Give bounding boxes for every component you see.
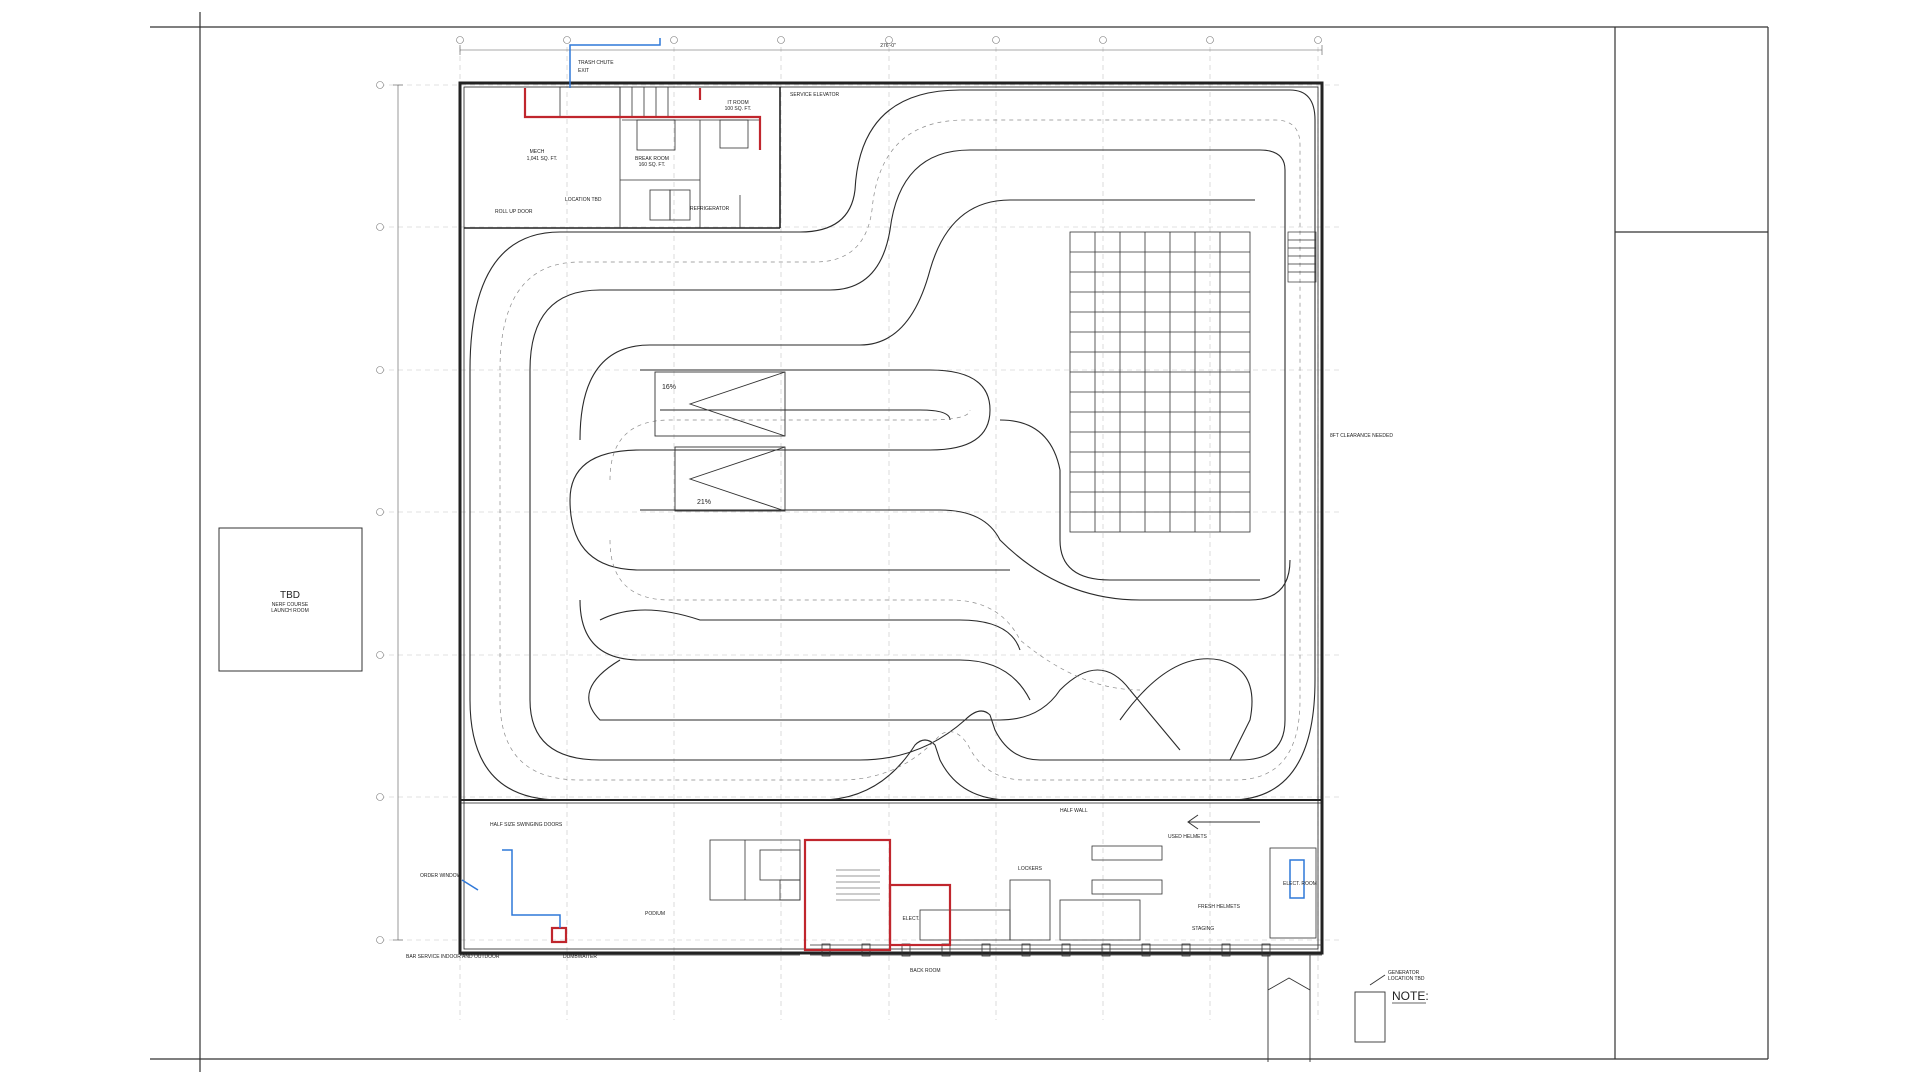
bar-service-label: BAR SERVICE INDOOR AND OUTDOOR	[406, 954, 500, 960]
note-label: NOTE:	[1392, 989, 1429, 1003]
podium-label: PODIUM	[645, 911, 665, 917]
bottom-stair	[836, 869, 880, 901]
tbd-line-1: NERF COURSE	[272, 602, 309, 608]
tbd-block	[218, 527, 363, 672]
location-tbd-label: LOCATION TBD	[565, 197, 602, 203]
driveway	[1267, 955, 1386, 1062]
blue-lines-bottom	[461, 849, 1305, 928]
tbd-line-2: LAUNCH ROOM	[271, 608, 309, 614]
tbd-title: TBD	[280, 590, 300, 601]
grid-bubbles	[376, 36, 1322, 944]
ramp-upper-grade: 16%	[662, 384, 676, 391]
break-room-label: BREAK ROOM	[635, 156, 669, 162]
mech-label: MECH	[530, 149, 545, 155]
red-walls-bottom	[550, 838, 952, 952]
half-size-swinging-label: HALF SIZE SWINGING DOORS	[490, 822, 563, 828]
clearance-label: 8FT CLEARANCE NEEDED	[1330, 433, 1393, 439]
red-walls-top	[523, 88, 762, 150]
generator-callout-line-2: LOCATION TBD	[1388, 976, 1425, 982]
mech-area-label: 1,041 SQ. FT.	[527, 156, 558, 162]
blue-trash-chute	[569, 38, 661, 88]
bottom-rooms	[460, 839, 1317, 956]
direction-arrow-icon	[1187, 814, 1260, 830]
trash-chute-label: TRASH CHUTE	[578, 60, 614, 66]
staging-grid	[1069, 231, 1251, 533]
break-room-area-label: 160 SQ. FT.	[639, 162, 666, 168]
race-track	[469, 89, 1316, 801]
generator-callout-line-1: GENERATOR	[1388, 970, 1420, 976]
staging-label: STAGING	[1192, 926, 1214, 932]
lockers-label: LOCKERS	[1018, 866, 1043, 872]
ramp-upper	[654, 371, 786, 437]
dumbwaiter-label: DUMBWAITER	[563, 954, 597, 960]
used-helmets-label: USED HELMETS	[1168, 834, 1208, 840]
order-window-label: ORDER WINDOW	[420, 873, 462, 879]
roll-up-door-label: ROLL UP DOOR	[495, 209, 533, 215]
elect-room-label: ELECT. ROOM	[1283, 881, 1317, 887]
it-room-label: IT ROOM	[727, 100, 748, 106]
column-grid	[380, 38, 1340, 1020]
elect-label: ELECT.	[903, 916, 920, 922]
it-room-area-label: 100 SQ. FT.	[725, 106, 752, 112]
back-room-label: BACK ROOM	[910, 968, 941, 974]
right-stair	[1287, 231, 1317, 283]
half-wall-label: HALF WALL	[1060, 808, 1088, 814]
sheet-border	[150, 12, 1769, 1072]
top-rooms	[559, 86, 760, 228]
ramp-lower	[674, 446, 786, 512]
service-elevator-label: SERVICE ELEVATOR	[790, 92, 839, 98]
overall-dimension	[393, 45, 1323, 941]
exit-label: EXIT	[578, 68, 589, 74]
track-centerline	[499, 119, 1301, 781]
ramp-lower-grade: 21%	[697, 499, 711, 506]
fresh-helmets-label: FRESH HELMETS	[1198, 904, 1241, 910]
refrigerator-label: REFRIGERATOR	[690, 206, 730, 212]
overall-dimension-label: 276'-0"	[880, 43, 896, 49]
